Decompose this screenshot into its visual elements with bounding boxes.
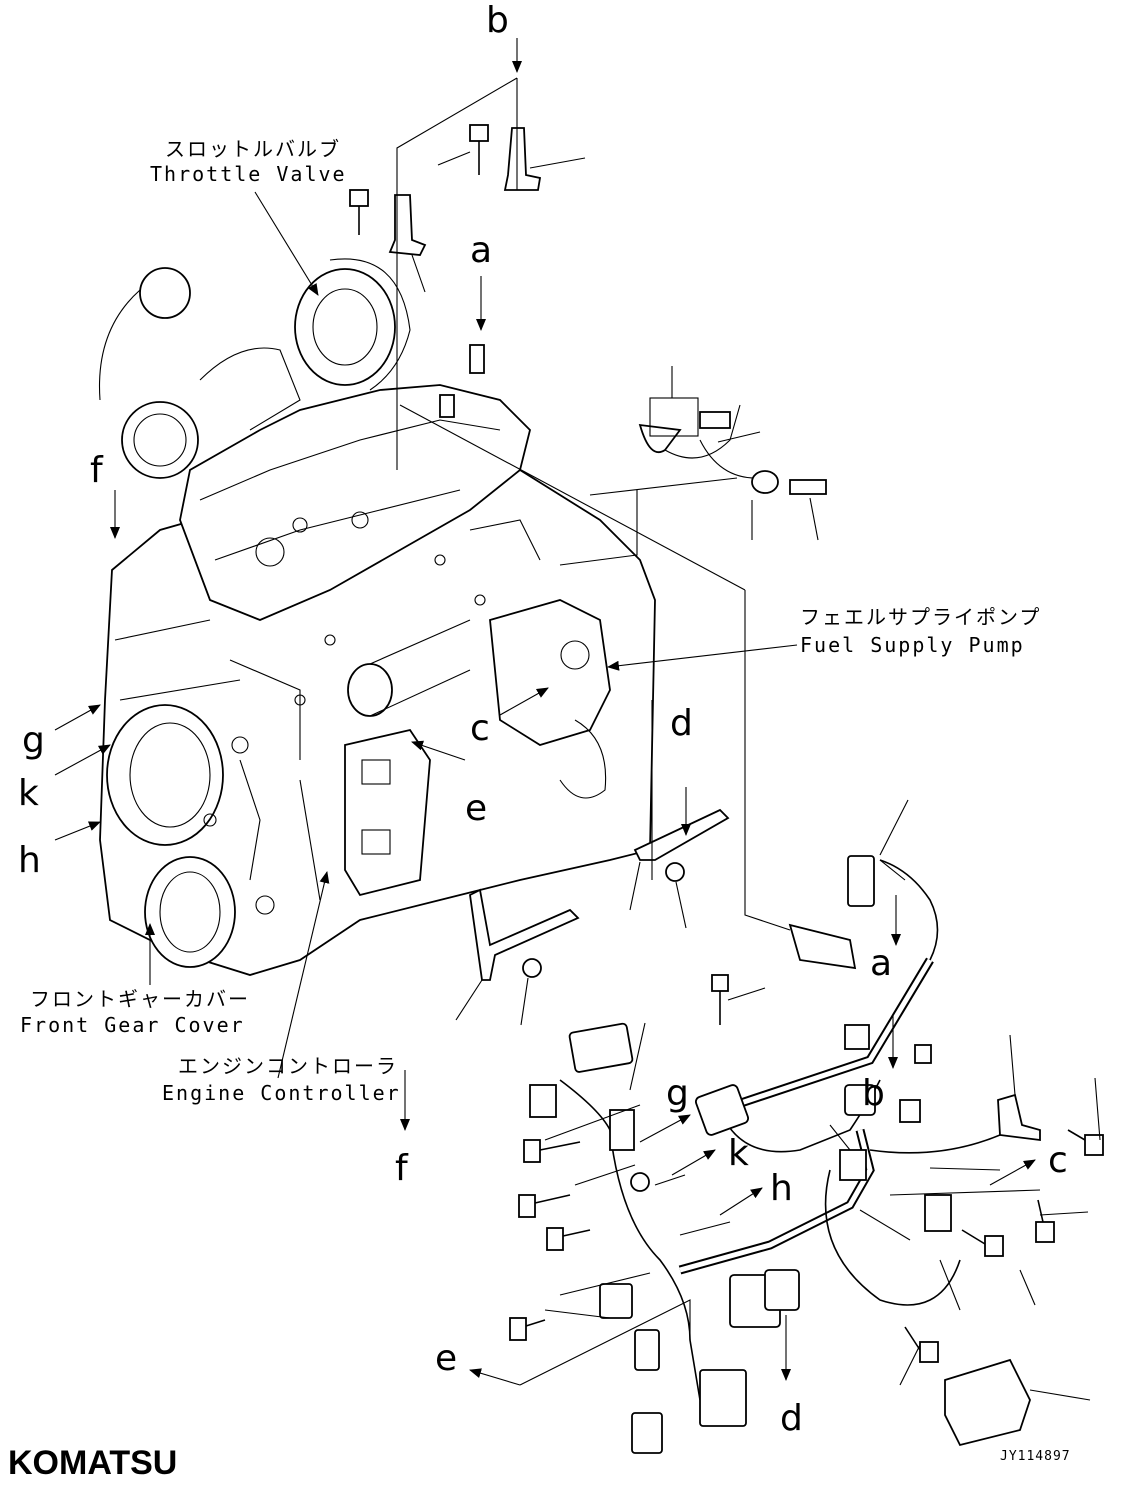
letter-a-top: a: [470, 230, 492, 271]
letter-b-harness: b: [862, 1073, 885, 1114]
letter-f-left: f: [90, 450, 104, 491]
letter-g-harness: g: [666, 1073, 689, 1114]
engine-controller-label-ja: エンジンコントローラ: [178, 1054, 398, 1078]
letter-k-harness: k: [728, 1133, 749, 1174]
callout-labels: スロットルバルブ Throttle Valve フェエルサプライポンプ Fuel…: [20, 137, 1041, 1105]
callout-arrows: [54, 38, 1036, 1386]
letter-c-engine: c: [470, 708, 490, 749]
letter-c-harness: c: [1048, 1140, 1068, 1181]
fuel-supply-pump-label-en: Fuel Supply Pump: [800, 633, 1025, 657]
drawing-code: JY114897: [1000, 1449, 1071, 1464]
throttle-valve-label-en: Throttle Valve: [150, 162, 347, 186]
fuel-sensor-harness: [559, 366, 827, 566]
letter-e-engine: e: [465, 788, 487, 829]
letter-h-left: h: [18, 840, 41, 881]
letter-e-harness: e: [435, 1338, 457, 1379]
fuel-supply-pump-label-ja: フェエルサプライポンプ: [800, 605, 1041, 629]
throttle-valve-label-ja: スロットルバルブ: [165, 137, 341, 161]
letter-d-harness: d: [780, 1398, 803, 1439]
letter-f-harness: f: [395, 1148, 409, 1189]
letter-d-engine: d: [670, 703, 693, 744]
footer: KOMATSU JY114897: [8, 1444, 1071, 1482]
letter-h-harness: h: [770, 1168, 793, 1209]
wiring-harness-assembly: [509, 799, 1104, 1454]
reference-letters: b a f g k h c e d a b g k h f c e d: [18, 0, 1068, 1439]
engine-block: [98, 258, 656, 976]
letter-g-left: g: [22, 720, 45, 761]
letter-k-left: k: [18, 773, 39, 814]
front-gear-cover-label-ja: フロントギャーカバー: [30, 987, 250, 1011]
front-gear-cover-label-en: Front Gear Cover: [20, 1013, 245, 1037]
letter-a-harness: a: [870, 943, 892, 984]
letter-b-top: b: [486, 0, 509, 41]
top-brackets: [349, 77, 586, 470]
komatsu-logo: KOMATSU: [8, 1444, 177, 1482]
engine-controller-label-en: Engine Controller: [162, 1081, 401, 1105]
